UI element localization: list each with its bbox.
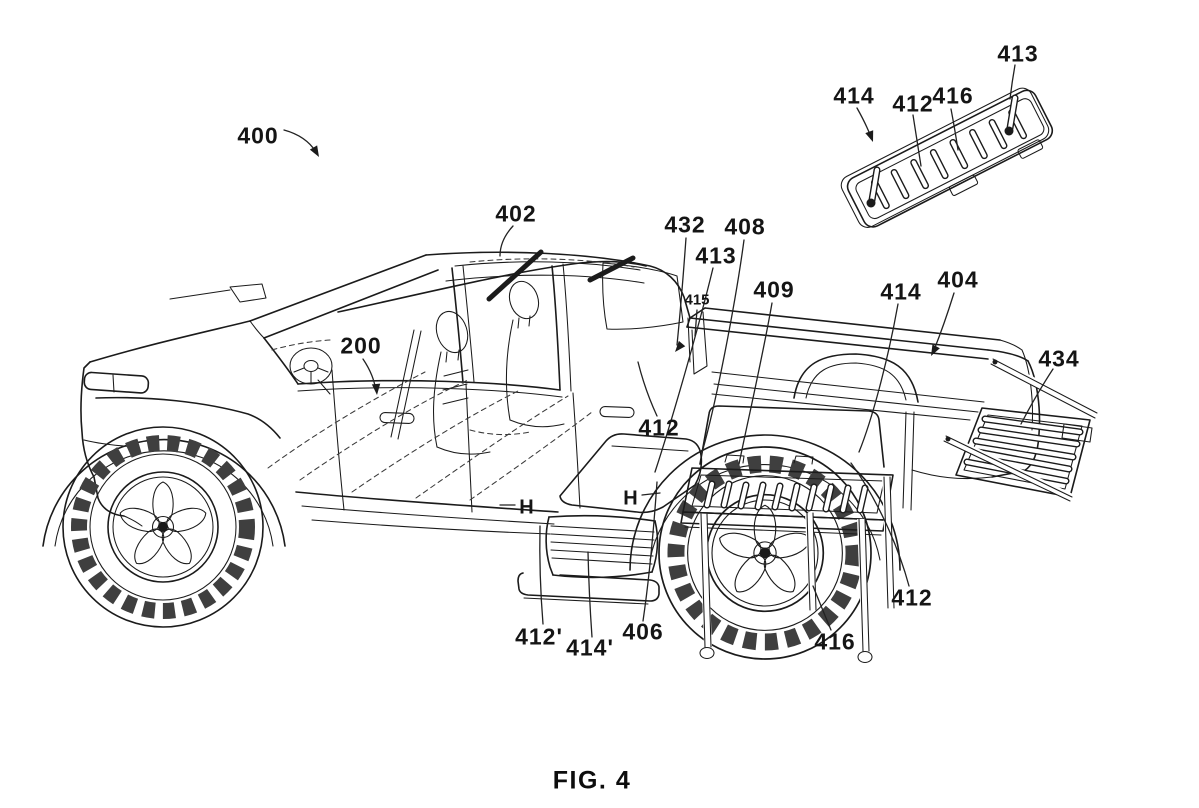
ref-label-415: 415 bbox=[684, 291, 710, 309]
roof-crossbar bbox=[486, 249, 544, 302]
truck-body bbox=[80, 249, 691, 535]
ref-label-402: 402 bbox=[495, 200, 537, 227]
panel-slats bbox=[871, 109, 1028, 210]
ref-label-414-prime: 414' bbox=[566, 634, 614, 661]
tunnel-door-panel bbox=[559, 433, 703, 514]
detached-step-panel bbox=[840, 87, 1054, 228]
ref-label-434: 434 bbox=[1038, 345, 1080, 372]
ref-label-412-top: 412 bbox=[892, 90, 934, 117]
open-door-lid bbox=[699, 405, 885, 468]
ref-label-404: 404 bbox=[937, 266, 979, 293]
section-marker-h-right: H bbox=[623, 487, 639, 510]
ref-label-416-lower: 416 bbox=[814, 628, 856, 655]
rear-headrest bbox=[508, 280, 540, 320]
ref-label-409: 409 bbox=[753, 276, 795, 303]
figure-caption: FIG. 4 bbox=[552, 766, 632, 795]
rear-door-handle bbox=[599, 406, 635, 418]
front-wheel bbox=[62, 426, 264, 628]
ref-label-416-top: 416 bbox=[932, 82, 974, 109]
rear-wheel bbox=[658, 446, 872, 660]
ref-label-200: 200 bbox=[340, 332, 382, 359]
gear-tunnel-door-step bbox=[517, 433, 703, 605]
ref-label-400: 400 bbox=[237, 122, 279, 149]
ref-label-412-prime: 412' bbox=[515, 623, 563, 650]
leader-lines bbox=[283, 64, 1054, 638]
table-legs bbox=[699, 476, 895, 664]
ref-label-408: 408 bbox=[724, 213, 766, 240]
hinge-pins bbox=[866, 94, 1019, 208]
ref-label-413-mid: 413 bbox=[695, 242, 737, 269]
ref-label-412-mid: 412 bbox=[638, 414, 680, 441]
ref-label-413-top: 413 bbox=[997, 40, 1039, 67]
tailgate-step bbox=[943, 357, 1099, 502]
roof-crossbar bbox=[587, 255, 636, 283]
cab-interior bbox=[267, 280, 593, 501]
front-door-handle bbox=[379, 412, 415, 424]
ref-label-432: 432 bbox=[664, 211, 706, 238]
ref-label-414-top: 414 bbox=[833, 82, 875, 109]
camp-table-assembly bbox=[680, 405, 895, 664]
front-headrest bbox=[435, 310, 469, 354]
ref-label-412-rear: 412 bbox=[891, 584, 933, 611]
ref-label-414-mid: 414 bbox=[880, 278, 922, 305]
headlight-bar bbox=[83, 371, 150, 394]
ref-label-406: 406 bbox=[622, 618, 664, 645]
side-mirror bbox=[229, 283, 267, 303]
table-slats bbox=[703, 480, 869, 514]
section-marker-h-left: H bbox=[519, 496, 535, 519]
